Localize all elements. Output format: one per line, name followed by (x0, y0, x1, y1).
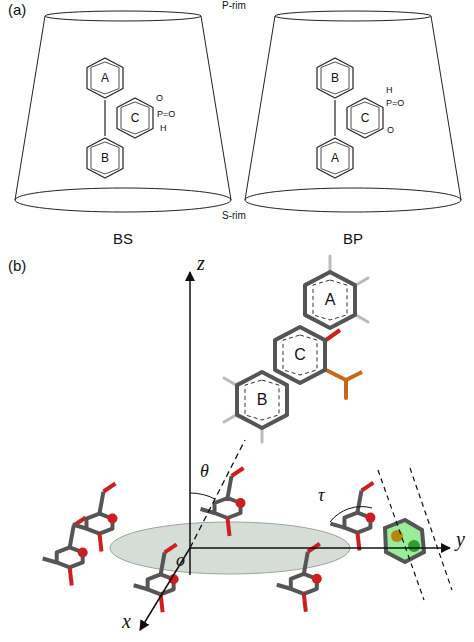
figure-label: H (386, 86, 393, 96)
figure-label: H (160, 124, 167, 134)
ring-letter: B (100, 152, 110, 164)
ring-hexagon: A (302, 269, 358, 331)
ring-letter: C (130, 112, 141, 124)
ring-letter: B (256, 392, 269, 408)
ring-letter: B (330, 72, 340, 84)
isomer-name: BS (10, 230, 236, 247)
ring-hexagon: C (345, 96, 385, 140)
ring-letter: C (293, 347, 307, 363)
figure-label: y (456, 528, 465, 550)
figure-label: o (176, 551, 185, 571)
ring-hexagon: B (234, 369, 290, 431)
shape-outline (240, 8, 466, 254)
ring-hexagon: C (115, 96, 155, 140)
isomer-name: BP (240, 230, 466, 247)
shape-outline (10, 8, 236, 254)
figure-label: O (387, 126, 394, 136)
figure-label: (b) (8, 258, 26, 275)
figure-label: τ (318, 486, 324, 506)
ring-letter: C (360, 112, 371, 124)
figure-label: θ (200, 462, 209, 482)
figure-label: P=O (386, 99, 404, 109)
figure-label: P-rim (222, 0, 246, 11)
cone-outline: BP B C A (240, 8, 466, 254)
ring-letter: A (324, 292, 337, 308)
figure-label: (a) (8, 2, 26, 19)
ring-hexagon: C (272, 324, 328, 386)
figure-label: O (156, 94, 163, 104)
figure-label: P=O (157, 110, 175, 120)
figure-label: z (197, 252, 205, 274)
ring-letter: A (100, 72, 110, 84)
ring-hexagon: B (315, 56, 355, 100)
ring-letter: A (330, 152, 340, 164)
ring-hexagon: A (85, 56, 125, 100)
ring-hexagon: A (315, 136, 355, 180)
ring-hexagon: B (85, 136, 125, 180)
figure-label: x (122, 610, 131, 632)
cone-outline: BS A C B (10, 8, 236, 254)
figure-label: S-rim (222, 210, 246, 221)
